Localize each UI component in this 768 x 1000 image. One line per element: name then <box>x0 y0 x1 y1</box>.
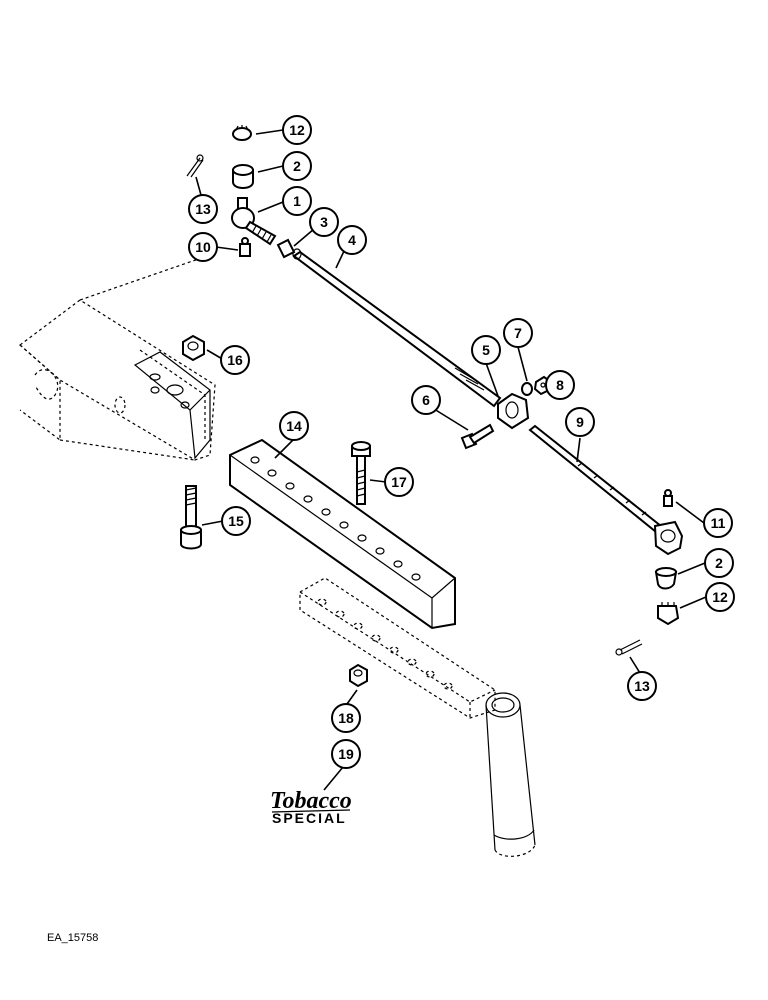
svg-text:19: 19 <box>338 746 354 762</box>
callout-13-lower: 13 <box>627 671 657 701</box>
svg-text:13: 13 <box>634 678 650 694</box>
long-bolt <box>351 441 371 505</box>
svg-text:9: 9 <box>576 414 584 430</box>
svg-text:16: 16 <box>227 352 243 368</box>
callout-8: 8 <box>545 370 575 400</box>
cotter-pin-top <box>186 154 204 178</box>
hex-nut-axle <box>182 334 205 362</box>
callout-17: 17 <box>384 467 414 497</box>
svg-text:14: 14 <box>286 418 302 434</box>
callout-6: 6 <box>411 385 441 415</box>
callout-1: 1 <box>282 186 312 216</box>
callout-12-top: 12 <box>282 115 312 145</box>
svg-text:12: 12 <box>289 122 305 138</box>
svg-text:2: 2 <box>715 555 723 571</box>
lock-washer <box>521 382 533 396</box>
castle-nut-lower <box>657 602 680 626</box>
callout-14: 14 <box>279 411 309 441</box>
svg-text:4: 4 <box>348 232 356 248</box>
cotter-pin-lower <box>615 639 643 656</box>
tobacco-special-stamp: Tobacco SPECIAL <box>270 788 352 826</box>
tie-rod-end <box>231 197 277 246</box>
tobacco-extension <box>299 577 536 857</box>
callout-9: 9 <box>565 407 595 437</box>
grease-fitting-lower <box>663 489 673 507</box>
axle-extension-bar <box>229 438 456 630</box>
callout-4: 4 <box>337 225 367 255</box>
callout-18: 18 <box>331 703 361 733</box>
tie-rod-tube <box>292 248 502 408</box>
svg-text:13: 13 <box>195 201 211 217</box>
svg-text:7: 7 <box>514 325 522 341</box>
callout-3: 3 <box>309 207 339 237</box>
callout-13-top: 13 <box>188 194 218 224</box>
callout-12-lower: 12 <box>705 582 735 612</box>
callout-5: 5 <box>471 335 501 365</box>
svg-text:10: 10 <box>195 239 211 255</box>
svg-text:3: 3 <box>320 214 328 230</box>
jam-nut-top <box>276 238 296 259</box>
svg-text:12: 12 <box>712 589 728 605</box>
callout-11: 11 <box>703 508 733 538</box>
stamp-main-text: Tobacco <box>270 788 352 814</box>
dust-seal-lower <box>654 567 678 590</box>
castle-nut-top <box>232 125 252 141</box>
callout-2-top: 2 <box>282 151 312 181</box>
callout-16: 16 <box>220 345 250 375</box>
leader-lines <box>195 129 707 791</box>
tie-rod-clamp <box>497 392 530 430</box>
hex-nut-extension <box>349 663 368 688</box>
dust-seal-top <box>232 164 254 189</box>
svg-text:18: 18 <box>338 710 354 726</box>
svg-text:6: 6 <box>422 392 430 408</box>
callout-10: 10 <box>188 232 218 262</box>
grease-fitting-top <box>239 237 251 257</box>
tie-rod-end-lower <box>653 520 684 556</box>
clamp-bolt <box>460 423 495 450</box>
cap-screw <box>180 485 202 550</box>
front-axle <box>19 254 216 461</box>
callout-2-lower: 2 <box>704 548 734 578</box>
callout-7: 7 <box>503 318 533 348</box>
callout-19: 19 <box>331 739 361 769</box>
svg-text:5: 5 <box>482 342 490 358</box>
svg-text:1: 1 <box>293 193 301 209</box>
callout-15: 15 <box>221 506 251 536</box>
stamp-sub-text: SPECIAL <box>272 810 347 826</box>
svg-text:8: 8 <box>556 377 564 393</box>
reference-code: EA_15758 <box>47 932 98 944</box>
adjusting-rod <box>528 424 668 538</box>
svg-text:2: 2 <box>293 158 301 174</box>
svg-text:11: 11 <box>711 515 726 531</box>
svg-text:17: 17 <box>391 474 407 490</box>
svg-text:15: 15 <box>228 513 244 529</box>
